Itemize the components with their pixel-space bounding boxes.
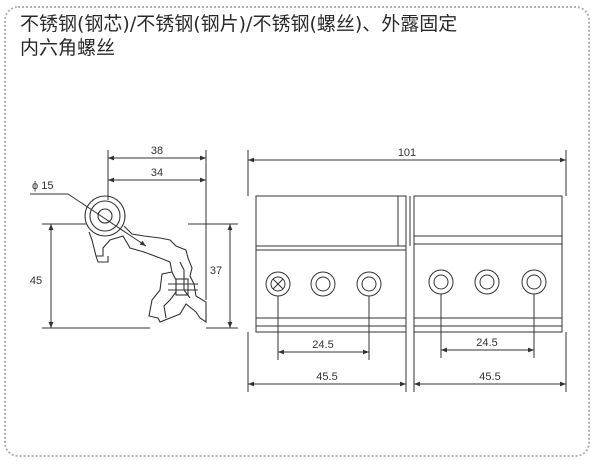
dim-right-45-5-label: 45.5 <box>479 371 500 383</box>
title-line-2: 内六角螺丝 <box>20 37 116 59</box>
dim-right-24-5-label: 24.5 <box>476 337 497 349</box>
wing-detail <box>179 261 191 299</box>
dim-37-label: 37 <box>210 265 222 277</box>
screw-head <box>175 278 189 296</box>
dotted-frame <box>4 6 590 457</box>
front-view: 101 <box>247 147 567 392</box>
dim-45-label: 45 <box>30 275 42 287</box>
dim-101-label: 101 <box>398 147 416 159</box>
left-leaf-holes <box>265 271 382 297</box>
pin-middle-circle <box>89 200 121 232</box>
dim-left-24-5-label: 24.5 <box>312 339 333 351</box>
pin-inner-circle <box>97 208 113 224</box>
hole-right-1 <box>428 269 454 295</box>
knuckle-body <box>88 225 207 324</box>
dim-left-45-5-label: 45.5 <box>316 371 337 383</box>
dim-pin-diameter-label: ϕ 15 <box>32 180 53 192</box>
pin-outer-circle <box>84 195 126 237</box>
hole-right-2 <box>474 269 500 295</box>
side-profile <box>84 195 207 324</box>
hole-right-3 <box>521 269 547 295</box>
knuckle-gap <box>405 196 415 332</box>
right-leaf-holes <box>428 269 547 295</box>
product-title: 不锈钢(钢芯)/不锈钢(钢片)/不锈钢(螺丝)、外露固定 内六角螺丝 <box>20 12 457 60</box>
side-view: 38 34 ϕ 15 45 37 <box>30 145 238 329</box>
lower-leaf <box>163 271 177 319</box>
right-leaf <box>413 195 563 333</box>
dim-38-label: 38 <box>151 145 163 157</box>
hole-left-2 <box>310 271 336 297</box>
hole-left-3 <box>356 271 382 297</box>
dim-34-label: 34 <box>151 167 163 179</box>
title-line-1: 不锈钢(钢芯)/不锈钢(钢片)/不锈钢(螺丝)、外露固定 <box>20 13 458 35</box>
leaf-tip <box>95 255 109 263</box>
